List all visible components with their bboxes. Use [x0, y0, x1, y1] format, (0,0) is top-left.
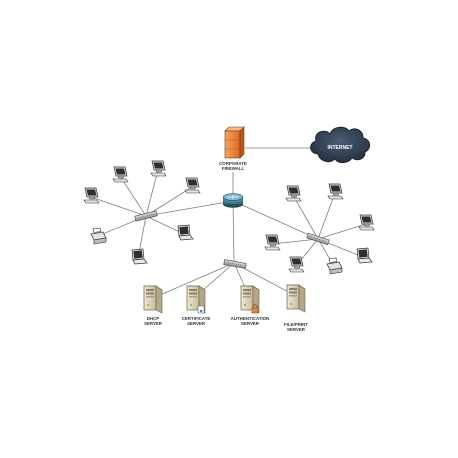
cert-label-line1: CERTIFICATE: [182, 316, 211, 321]
link-rs-ws3: [317, 223, 367, 240]
link-ls-ws3: [145, 186, 193, 217]
desktop-computer-icon: [358, 214, 375, 231]
corporate-firewall: CORPORATE FIREWALL: [219, 126, 247, 171]
link-router-right-switch: [232, 200, 319, 240]
desktop-computer-icon: [285, 185, 302, 202]
link-rs-ws4: [271, 238, 319, 245]
file-label-line2: SERVER: [287, 327, 306, 332]
firewall-icon: [224, 126, 245, 159]
certificate-icon: [197, 305, 205, 314]
desktop-computer-icon: [264, 234, 281, 251]
internet-label: INTERNET: [328, 145, 353, 151]
desktop-computer-icon: [327, 183, 344, 200]
laptop-icon: [356, 247, 373, 264]
auth-label-line1: AUTHENTICATION: [231, 316, 270, 321]
desktop-computer-icon: [184, 177, 201, 194]
dhcp-label-line1: DHCP: [147, 316, 160, 321]
link-router-left-switch: [145, 200, 234, 217]
link-ls-laptop1: [145, 215, 185, 235]
switch-center: [223, 259, 247, 269]
certificate-server: CERTIFICATE SERVER: [182, 285, 211, 326]
auth-label-line2: SERVER: [241, 321, 260, 326]
authentication-server: AUTHENTICATION SERVER: [231, 285, 270, 326]
switch-right: [306, 232, 330, 246]
switch-icon: [134, 210, 158, 222]
dhcp-label-line2: SERVER: [144, 321, 163, 326]
file-label-line1: FILE/PRINT: [284, 322, 308, 327]
router-icon: [222, 193, 244, 208]
switch-icon: [306, 232, 330, 246]
link-ls-ws1: [119, 175, 147, 217]
printer-icon: [90, 227, 107, 245]
link-ls-ws2: [145, 169, 159, 217]
cert-label-line2: SERVER: [187, 321, 206, 326]
desktop-computer-icon: [150, 160, 167, 177]
internet-cloud: INTERNET: [310, 126, 371, 164]
file-print-server: FILE/PRINT SERVER: [284, 284, 308, 332]
printer-icon: [326, 257, 343, 275]
server-tower-icon: [286, 284, 306, 313]
link-cs-file: [233, 262, 297, 297]
switch-left: [134, 210, 158, 222]
link-router-center-switch: [232, 200, 235, 264]
router: [222, 193, 244, 208]
link-rs-ws2: [317, 192, 336, 240]
desktop-computer-icon: [112, 166, 129, 183]
link-cs-dhcp: [152, 262, 235, 299]
laptop-icon: [177, 224, 194, 241]
link-ls-ws4: [90, 196, 147, 217]
cloud-icon: [310, 126, 371, 164]
firewall-label-line1: CORPORATE: [219, 161, 247, 166]
laptop-icon: [131, 248, 148, 265]
firewall-label-line2: FIREWALL: [222, 166, 245, 171]
desktop-computer-icon: [288, 256, 305, 273]
link-rs-ws1: [292, 194, 319, 240]
lock-icon: [251, 304, 259, 314]
dhcp-server: DHCP SERVER: [143, 285, 163, 326]
switch-icon: [223, 259, 247, 269]
server-tower-icon: [143, 285, 163, 314]
desktop-computer-icon: [83, 187, 100, 204]
